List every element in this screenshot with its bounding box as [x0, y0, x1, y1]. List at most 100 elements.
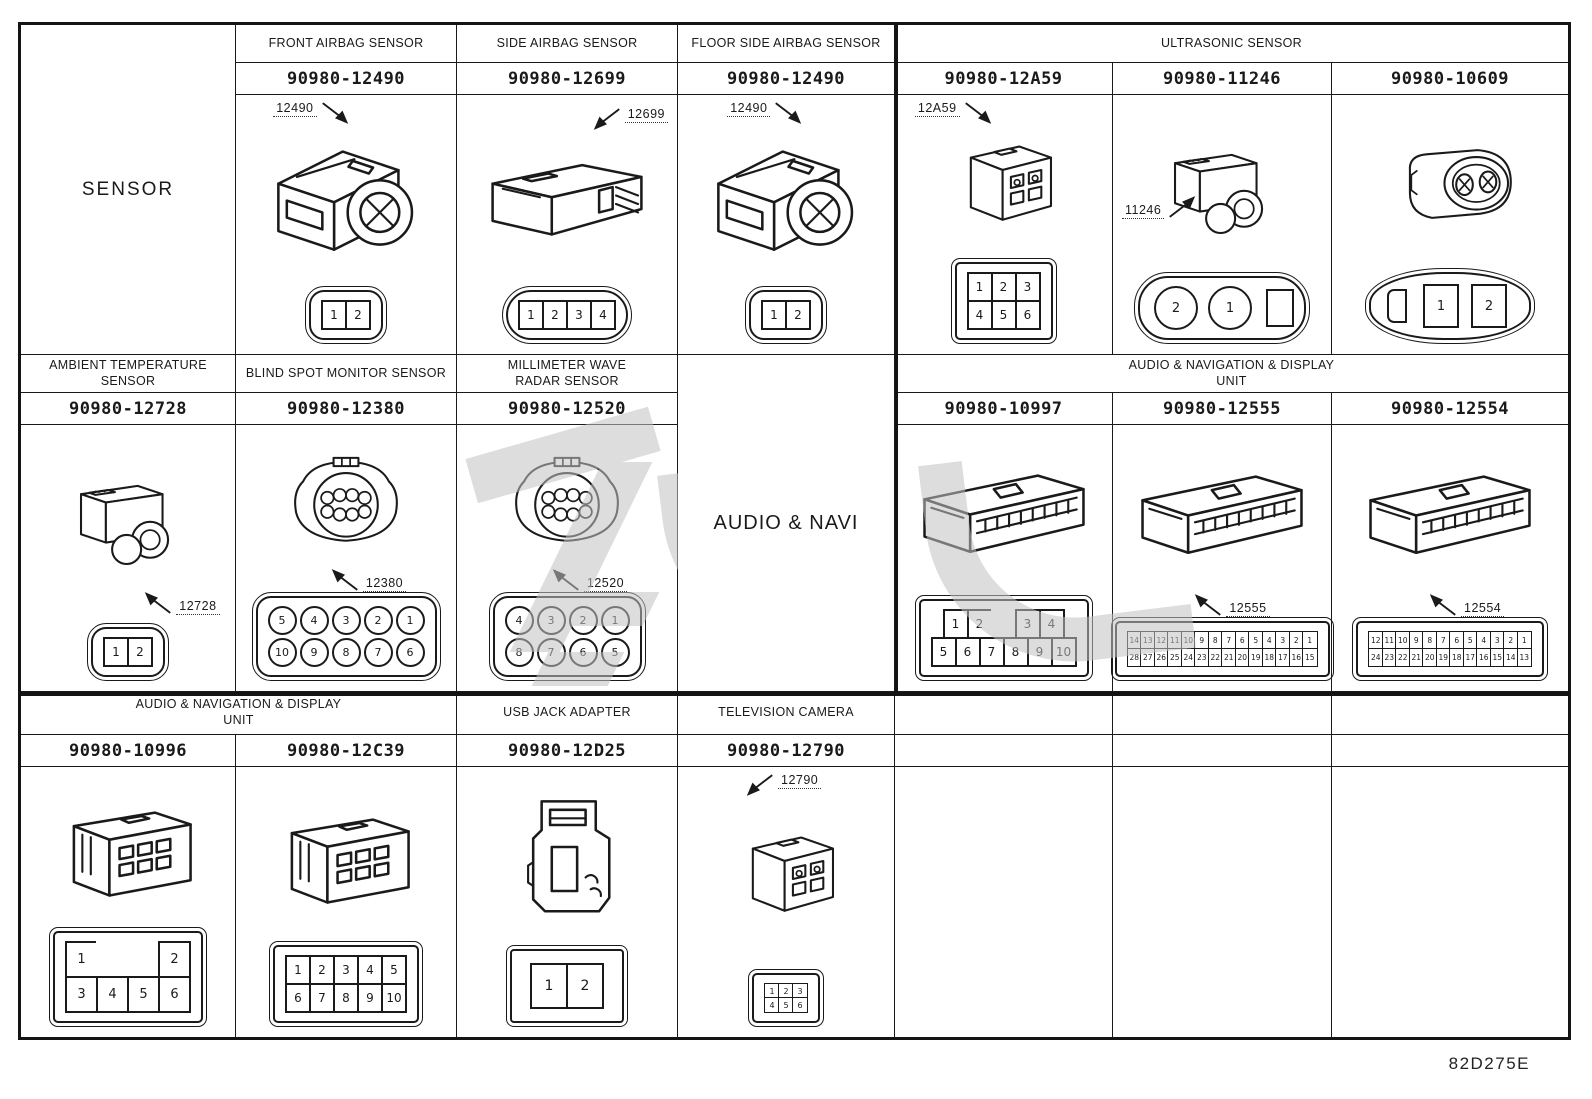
callout-label: 12380: [362, 576, 407, 592]
connector-iso-view: [491, 441, 643, 559]
pin-gap: [127, 941, 160, 978]
part-number-mm-radar: 90980-12520: [457, 393, 678, 425]
leader-arrow-icon: [142, 590, 174, 615]
part-number-tv-camera: 90980-12790: [678, 735, 895, 767]
pin-8: 8: [333, 983, 359, 1013]
pin-2: 2: [966, 609, 993, 639]
header-television-camera: TELEVISION CAMERA: [678, 692, 895, 735]
header-audio-navigation-display-unit-2: AUDIO & NAVIGATION & DISPLAY UNIT: [21, 692, 457, 735]
empty-body-cell: [895, 767, 1113, 1037]
leader-arrow-icon: [319, 101, 351, 126]
pin-1: 1: [103, 637, 129, 667]
pin-2: 2: [309, 955, 335, 985]
pin-4: 4: [966, 300, 993, 330]
pin-15: 15: [1302, 648, 1318, 667]
connector-iso-view: [911, 439, 1097, 585]
part-number-ambient-temp: 90980-12728: [21, 393, 236, 425]
connector-drawing: 12A59: [898, 99, 1109, 258]
pin-2: 2: [568, 606, 598, 635]
connector-drawing: 12520: [460, 429, 674, 592]
pin-4: 4: [590, 300, 616, 330]
connector-tail-box: [1266, 289, 1294, 327]
pin-2: 2: [345, 300, 371, 330]
pin-7: 7: [309, 983, 335, 1013]
pin-5: 5: [930, 637, 957, 667]
part-number-audio-nav-3: 90980-12554: [1332, 393, 1568, 425]
connector-drawing: 12380: [239, 429, 453, 592]
pin-4: 4: [504, 606, 534, 635]
callout-label: 12554: [1461, 601, 1505, 617]
connector-iso-view: [928, 120, 1080, 238]
empty-part-cell: [1332, 735, 1568, 767]
header-millimeter-wave-radar-sensor: MILLIMETER WAVE RADAR SENSOR: [457, 355, 678, 393]
pin-9: 9: [357, 983, 383, 1013]
pin-6: 6: [568, 638, 598, 667]
connector-iso-view: [710, 811, 862, 929]
leader-arrow-icon: [1427, 592, 1459, 617]
leader-arrow-icon: [329, 567, 361, 592]
pin-6: 6: [954, 637, 981, 667]
pin-6: 6: [158, 976, 191, 1013]
sheet-code: 82D275E: [1448, 1054, 1530, 1073]
connector-drawing: 12699: [460, 99, 674, 286]
pin-2: 2: [158, 941, 191, 978]
header-front-airbag-sensor: FRONT AIRBAG SENSOR: [236, 25, 457, 63]
pin-1: 1: [65, 941, 98, 978]
part-number-audio-nav2-1: 90980-10996: [21, 735, 236, 767]
connector-iso-view: [474, 785, 660, 931]
connector-drawing: 12554: [1335, 429, 1565, 617]
callout-label: 12490: [273, 101, 317, 117]
pin-3: 3: [536, 606, 566, 635]
pin-2: 2: [363, 606, 393, 635]
pin-3: 3: [1014, 272, 1041, 302]
part-number-ultrasonic-3: 90980-10609: [1332, 63, 1568, 95]
pin-4: 4: [1038, 609, 1065, 639]
connector-iso-view: [693, 120, 879, 266]
callout-label: 12A59: [914, 101, 960, 117]
pin-19: 19: [1248, 648, 1264, 667]
pin-24: 24: [1180, 648, 1196, 667]
pin-1: 1: [761, 300, 787, 330]
connector-drawing: 12555: [1116, 429, 1328, 617]
leader-arrow-icon: [772, 101, 804, 126]
header-audio-navigation-display-unit: AUDIO & NAVIGATION & DISPLAY UNIT: [895, 355, 1568, 393]
pin-8: 8: [504, 638, 534, 667]
pin-5: 5: [990, 300, 1017, 330]
pin-1: 1: [942, 609, 969, 639]
part-number-ultrasonic-2: 90980-11246: [1113, 63, 1332, 95]
pin-10: 10: [381, 983, 407, 1013]
pin-7: 7: [363, 638, 393, 667]
pin-7: 7: [978, 637, 1005, 667]
empty-part-cell: [1113, 735, 1332, 767]
audio-navi-label: AUDIO & NAVI: [678, 355, 895, 692]
pin-10: 10: [267, 638, 297, 667]
callout-label: 12520: [583, 576, 628, 592]
connector-iso-view: [1357, 440, 1543, 586]
pin-6: 6: [1014, 300, 1041, 330]
connector-drawing: 12490: [239, 99, 453, 286]
empty-header-cell: [895, 692, 1113, 735]
callout-label: 12490: [727, 101, 771, 117]
pin-17: 17: [1275, 648, 1291, 667]
leader-arrow-icon: [744, 773, 776, 798]
pin-gap: [990, 609, 1017, 639]
callout-label: 12728: [176, 599, 220, 615]
